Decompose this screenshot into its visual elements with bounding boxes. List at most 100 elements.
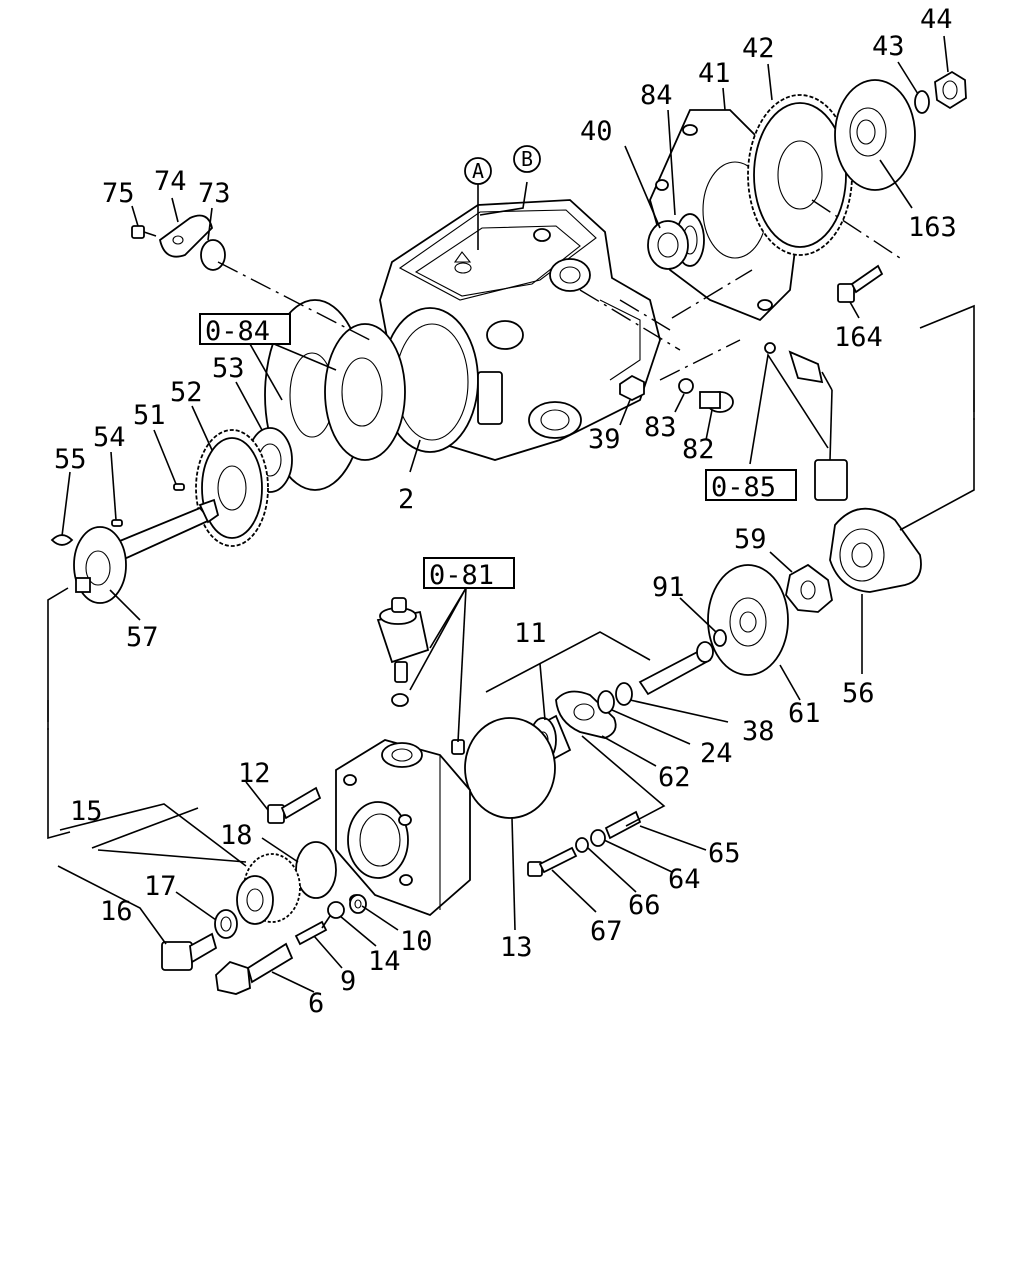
callout-61: 61 [788, 698, 821, 729]
callout-91: 91 [652, 572, 685, 603]
marker-a: A [464, 157, 492, 185]
callout-53: 53 [212, 353, 245, 384]
cover-plate-74 [158, 214, 213, 258]
callout-38: 38 [742, 716, 775, 747]
marker-a-text: A [472, 159, 484, 183]
washer-64 [590, 829, 606, 847]
key-54 [111, 519, 123, 527]
callout-55: 55 [54, 444, 87, 475]
callout-163: 163 [908, 212, 957, 243]
ref-box-0-84: 0-84 [199, 313, 291, 347]
callout-12: 12 [238, 758, 271, 789]
callout-74: 74 [154, 166, 187, 197]
callout-65: 65 [708, 838, 741, 869]
drive-shaft [108, 498, 220, 562]
callout-9: 9 [340, 966, 356, 997]
washer-91 [713, 629, 727, 647]
callout-84: 84 [640, 80, 673, 111]
callout-67: 67 [590, 916, 623, 947]
callout-64: 64 [668, 864, 701, 895]
sensor-assembly [764, 342, 848, 501]
callout-2: 2 [398, 484, 414, 515]
callout-164: 164 [834, 322, 883, 353]
callout-14: 14 [368, 946, 401, 977]
callout-42: 42 [742, 33, 775, 64]
plug-82 [699, 391, 734, 413]
washer-43 [914, 90, 930, 114]
callout-17: 17 [144, 871, 177, 902]
callout-62: 62 [658, 762, 691, 793]
callout-56: 56 [842, 678, 875, 709]
rotor-59 [785, 563, 833, 613]
callout-labels: 44 43 42 41 84 40 163 164 75 74 73 39 83… [54, 4, 957, 1019]
leader-lines [47, 35, 975, 993]
callout-52: 52 [170, 377, 203, 408]
nut-39 [619, 374, 645, 402]
reference-boxes: 0-84 0-85 0-81 [199, 313, 797, 591]
fitting-6 [215, 942, 294, 995]
o-ring-18 [295, 841, 337, 899]
ref-0-81-text: 0-81 [429, 560, 494, 591]
callout-6: 6 [308, 988, 324, 1019]
nut-44 [934, 70, 967, 110]
callout-15: 15 [70, 796, 103, 827]
callout-66: 66 [628, 890, 661, 921]
circled-markers: A B [464, 145, 541, 185]
marker-b: B [513, 145, 541, 173]
o-ring-73 [200, 239, 226, 271]
callout-51: 51 [133, 400, 166, 431]
callout-43: 43 [872, 31, 905, 62]
distributor-head [335, 739, 471, 917]
callout-82: 82 [682, 434, 715, 465]
key-51 [173, 483, 185, 491]
solenoid-valve [376, 597, 430, 707]
callout-44: 44 [920, 4, 953, 35]
bolt-16 [161, 932, 218, 971]
callout-73: 73 [198, 178, 231, 209]
clip-55 [50, 534, 74, 546]
bolt-164 [837, 264, 884, 303]
callout-40: 40 [580, 116, 613, 147]
cam-plate-61 [707, 564, 789, 676]
callout-41: 41 [698, 58, 731, 89]
bracket-62 [555, 690, 617, 739]
parts-layer [50, 70, 967, 995]
gear-52 [195, 429, 269, 547]
governor-cover-56 [829, 507, 922, 593]
flange-0-84 [264, 299, 406, 491]
coupling-57 [73, 526, 127, 604]
ring-38 [615, 682, 633, 706]
callout-57: 57 [126, 622, 159, 653]
ref-0-85-text: 0-85 [711, 472, 776, 503]
washer-66 [575, 837, 589, 853]
ref-box-0-85: 0-85 [705, 469, 797, 503]
spring-9 [294, 920, 328, 946]
callout-13: 13 [500, 932, 533, 963]
ref-box-0-81: 0-81 [423, 557, 515, 591]
callout-11: 11 [514, 618, 547, 649]
ref-0-84-text: 0-84 [205, 316, 270, 347]
washer-10 [349, 894, 367, 914]
callout-16: 16 [100, 896, 133, 927]
screw-75 [131, 225, 157, 239]
callout-39: 39 [588, 424, 621, 455]
pin-11 [638, 641, 714, 696]
fitting-small [451, 739, 465, 755]
callout-75: 75 [102, 178, 135, 209]
callout-18: 18 [220, 820, 253, 851]
ring-24 [597, 690, 615, 714]
hub-163 [834, 79, 916, 191]
o-ring-83 [678, 378, 694, 394]
callout-83: 83 [644, 412, 677, 443]
spring-65 [604, 810, 642, 840]
valve-14 [321, 901, 345, 929]
callout-24: 24 [700, 738, 733, 769]
callout-54: 54 [93, 422, 126, 453]
callout-10: 10 [400, 926, 433, 957]
o-ring-13 [464, 717, 556, 819]
bolt-12 [267, 786, 322, 824]
marker-b-text: B [521, 147, 533, 171]
bearing-40 [647, 220, 689, 270]
callout-59: 59 [734, 524, 767, 555]
